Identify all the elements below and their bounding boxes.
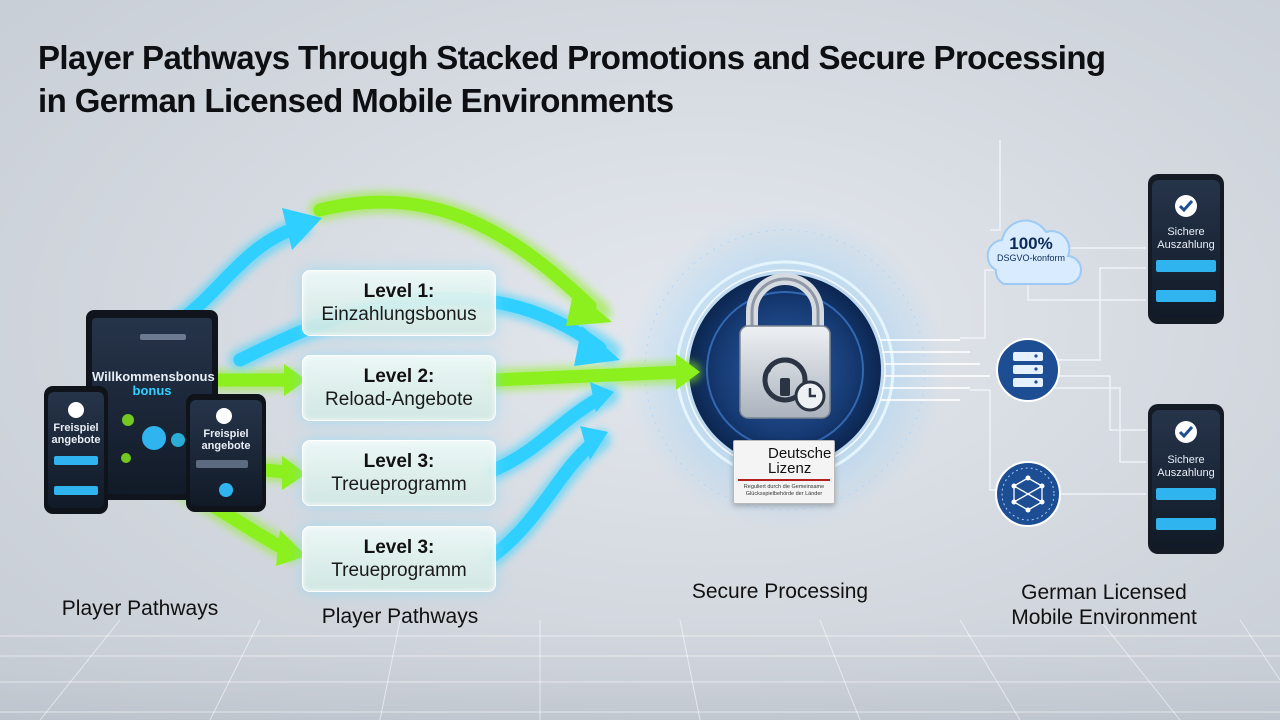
level-name: Treueprogramm [331, 473, 467, 495]
middle-phone-text: Freispiel angebote [190, 428, 262, 452]
phone-middle [186, 394, 266, 512]
level-label: Level 3: [363, 536, 435, 558]
payout-line-1: Sichere [1167, 226, 1205, 238]
license-line-1: Deutsche [768, 445, 832, 462]
payout-line-1: Sichere [1167, 454, 1205, 466]
level-name: Einzahlungsbonus [321, 303, 477, 325]
server-icon [996, 338, 1060, 402]
title-line-2: in German Licensed Mobile Environments [38, 82, 674, 119]
cloud-label: 100% DSGVO-konform [992, 234, 1070, 264]
tablet-screen-text: Willkommensbonus bonus [92, 369, 215, 398]
caption-secure: Secure Processing [691, 580, 869, 603]
arrow-green-level2-out [487, 365, 689, 387]
phone-right-top [1148, 174, 1224, 324]
license-line-2: Lizenz [768, 460, 812, 477]
floor-grid [0, 619, 1280, 720]
caption-left: Player Pathways [61, 597, 219, 620]
tablet-text-line-1: Willkommensbonus [92, 369, 215, 384]
tablet-text-line-2: bonus [132, 383, 172, 398]
left-phone-line-2: angebote [51, 434, 101, 446]
data-streaks [880, 339, 990, 401]
caption-env-line-1: German Licensed [1021, 581, 1187, 604]
level-box-4: Level 3: Treueprogramm [302, 526, 496, 592]
phone-right-bottom [1148, 404, 1224, 554]
tablet-device [86, 310, 218, 500]
title-line-1: Player Pathways Through Stacked Promotio… [38, 39, 1106, 76]
page-title: Player Pathways Through Stacked Promotio… [38, 36, 1238, 122]
license-divider [738, 479, 830, 481]
middle-phone-line-1: Freispiel [203, 428, 249, 440]
level-box-3: Level 3: Treueprogramm [302, 440, 496, 506]
network-globe-icon [995, 461, 1061, 527]
phone-left [44, 386, 108, 514]
caption-environment: German Licensed Mobile Environment [984, 580, 1224, 630]
level-box-2: Level 2: Reload-Angebote [302, 355, 496, 421]
padlock-icon [739, 273, 831, 419]
left-phone-line-1: Freispiel [53, 422, 99, 434]
arrow-heads [276, 208, 700, 566]
level-box-1: Level 1: Einzahlungsbonus [302, 270, 496, 336]
license-card: Deutsche Lizenz Reguliert durch die Geme… [733, 440, 835, 504]
level-label: Level 3: [363, 450, 435, 472]
cloud-percent: 100% [1009, 234, 1053, 253]
level-name: Treueprogramm [331, 559, 467, 581]
level-name: Reload-Angebote [325, 388, 473, 410]
middle-phone-line-2: angebote [201, 440, 251, 452]
left-phone-text: Freispiel angebote [48, 422, 104, 446]
caption-middle: Player Pathways [321, 605, 479, 628]
arrow-green-top [313, 195, 597, 313]
caption-env-line-2: Mobile Environment [1011, 606, 1197, 629]
license-fine-print: Reguliert durch die Gemeinsame Glücksspi… [743, 484, 825, 497]
connector-lines [960, 140, 1146, 495]
payout-line-2: Auszahlung [1157, 239, 1215, 251]
level-label: Level 1: [363, 280, 435, 302]
level-label: Level 2: [363, 365, 435, 387]
right-phone-bottom-text: Sichere Auszahlung [1152, 454, 1220, 480]
payout-line-2: Auszahlung [1157, 467, 1215, 479]
arrow-cyan-level3-out [487, 391, 607, 477]
right-phone-top-text: Sichere Auszahlung [1152, 226, 1220, 252]
cloud-gdpr: DSGVO-konform [996, 253, 1065, 263]
cloud-icon [986, 219, 1083, 286]
arrow-cyan-bottom-out [487, 437, 599, 562]
